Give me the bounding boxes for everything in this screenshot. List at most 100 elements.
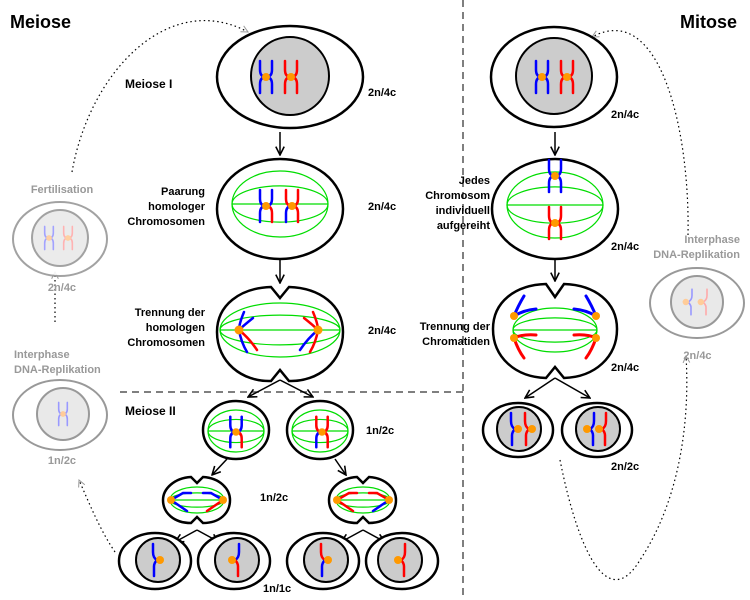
fertilisation-ploidy: 2n/4c [47, 282, 77, 294]
arrow-mit-split-left [525, 377, 556, 398]
interphase-right-line-1: Interphase [684, 234, 740, 246]
mitose-title: Mitose [680, 12, 738, 32]
centromere [318, 428, 326, 436]
arrow-mit-split-right [554, 377, 590, 398]
fertilisation-label: Fertilisation [30, 184, 94, 196]
mitose-separation-label: Trennung der Chromatiden [390, 320, 490, 350]
mit-alignment-ploidy: 2n/4c [611, 241, 640, 253]
mit-sep-line-1: Trennung der [419, 321, 490, 333]
centromere [538, 73, 546, 81]
centromere [333, 496, 341, 504]
m1-separation-ploidy: 2n/4c [368, 325, 397, 337]
m1-sep-line-1: Trennung der [134, 307, 205, 319]
gamete-3 [285, 531, 361, 591]
pairing-line-1: Paarung [160, 186, 205, 198]
meiose-pairing-cell [215, 157, 345, 261]
interphase-left-label: Interphase DNA-Replikation [14, 348, 101, 378]
gamete-2 [196, 531, 272, 591]
align-line-3: individuell [435, 205, 490, 217]
mitose-start-cell [489, 25, 619, 129]
mitose-cycle-arrow [592, 29, 689, 236]
centromere [234, 325, 244, 335]
mitose-alignment-cell [490, 157, 620, 261]
align-line-2: Chromosom [425, 190, 490, 202]
fertilisation-cycle-arrow [71, 20, 248, 173]
chromatid [169, 491, 193, 502]
gamete-4 [364, 531, 440, 591]
meiose-title: Meiose [10, 12, 72, 32]
interphase-right-cell [649, 267, 745, 339]
centromere [682, 298, 689, 306]
centromere [563, 73, 571, 81]
mit-end-ploidy: 2n/2c [611, 461, 640, 473]
centromere [510, 334, 518, 342]
interphase-right-line-2: DNA-Replikation [653, 249, 740, 261]
centromere [262, 202, 270, 210]
mitose-daughter-left [481, 401, 555, 459]
meiose-ii-separation-left [161, 475, 232, 525]
m2-separation-ploidy: 1n/2c [260, 492, 289, 504]
mitose-separation-cell [491, 282, 619, 380]
centromere [262, 73, 270, 81]
align-line-1: Jedes [458, 175, 490, 187]
centromere [583, 425, 591, 433]
centromere [313, 325, 323, 335]
fertilisation-cell [12, 201, 108, 277]
centromere [595, 425, 603, 433]
pairing-line-3: Chromosomen [127, 216, 205, 228]
arrow-m1-split-left [248, 379, 281, 397]
mitose-daughter-right [560, 401, 634, 459]
centromere [167, 496, 175, 504]
centromere [528, 425, 536, 433]
m1-start-ploidy: 2n/4c [368, 87, 397, 99]
centromere [394, 556, 402, 564]
mit-sep-line-2: Chromatiden [422, 336, 490, 348]
centromere [287, 73, 295, 81]
centromere [514, 425, 522, 433]
chromatid [367, 491, 391, 502]
m1-separation-label: Trennung der homologen Chromosomen [110, 306, 205, 351]
interphase-left-cell [12, 379, 108, 451]
centromere [219, 496, 227, 504]
centromere [46, 235, 52, 241]
arrow-m1-split-right [279, 379, 313, 397]
centromere [551, 219, 559, 227]
meiose-i-start-cell [215, 24, 365, 130]
arrow-m2-right [334, 458, 346, 475]
interphase-left-ploidy: 1n/2c [47, 455, 77, 467]
meiose-ii-label: Meiose II [125, 404, 176, 418]
m1-sep-line-3: Chromosomen [127, 337, 205, 349]
interphase-left-line-2: DNA-Replikation [14, 364, 101, 376]
centromere [592, 312, 600, 320]
interphase-right-ploidy: 2n/4c [683, 350, 712, 362]
centromere [510, 312, 518, 320]
meiose-return-arrow [79, 480, 116, 553]
arrow-m2-left [212, 458, 228, 475]
centromere [697, 298, 704, 306]
centromere [385, 496, 393, 504]
meiose-ii-separation-right [327, 475, 398, 525]
centromere [65, 235, 71, 241]
centromere [228, 556, 236, 564]
chromatid [201, 491, 225, 502]
centromere [156, 556, 164, 564]
mitose-alignment-label: Jedes Chromosom individuell aufgereiht [390, 174, 490, 234]
mit-separation-ploidy: 2n/4c [611, 362, 640, 374]
centromere [551, 172, 559, 180]
meiose-i-label: Meiose I [125, 77, 173, 91]
centromere [288, 202, 296, 210]
m2-end-ploidy: 1n/1c [263, 583, 292, 595]
gamete-1 [117, 531, 193, 591]
centromere [232, 428, 240, 436]
centromere [324, 556, 332, 564]
meiose-ii-cell-left [201, 399, 271, 461]
pairing-line-2: homologer [148, 201, 205, 213]
chromatid [335, 491, 359, 502]
pairing-label: Paarung homologer Chromosomen [110, 185, 205, 230]
centromere [60, 411, 66, 417]
meiose-separation-cell [215, 285, 345, 383]
align-line-4: aufgereiht [436, 220, 490, 232]
m1-pairing-ploidy: 2n/4c [368, 201, 397, 213]
centromere [592, 334, 600, 342]
